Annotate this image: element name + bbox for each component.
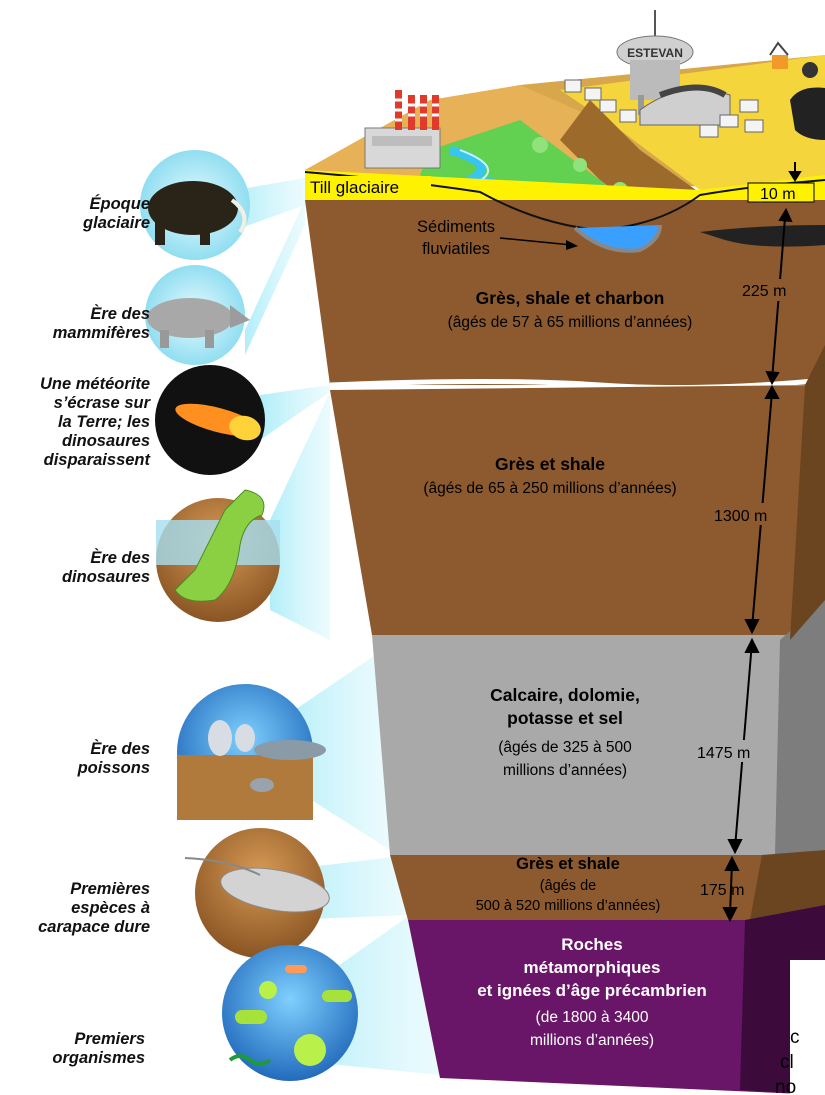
era-label-glacial: Époque glaciaire xyxy=(0,195,150,233)
fluvial-label-2: fluviatiles xyxy=(422,240,490,258)
layer-3-thickness: 1475 m xyxy=(697,745,750,762)
layer-4-age-2: 500 à 520 millions d’années) xyxy=(476,898,661,914)
mammoth-illustration xyxy=(140,150,250,260)
layer-5-age-2: millions d’années) xyxy=(530,1032,654,1049)
till-label: Till glaciaire xyxy=(310,178,399,197)
fluvial-label-1: Sédiments xyxy=(417,218,495,236)
era-label-meteorite: Une météorite s’écrase sur la Terre; les… xyxy=(0,375,150,470)
layer-5-title-2: métamorphiques xyxy=(524,958,661,977)
layer-4-age-1: (âgés de xyxy=(540,878,596,894)
layer-4-title: Grès et shale xyxy=(516,855,620,873)
layer-5-title-1: Roches xyxy=(561,935,622,954)
edge-text-3: no xyxy=(775,1077,796,1095)
oil-pump xyxy=(770,43,788,69)
layer-5-title-3: et ignées d’âge précambrien xyxy=(477,981,707,1000)
layer-1-thickness: 225 m xyxy=(742,283,786,300)
layer-2-age: (âgés de 65 à 250 millions d’années) xyxy=(423,480,676,497)
era-label-dinosaurs: Ère des dinosaures xyxy=(0,549,150,587)
till-thickness: 10 m xyxy=(760,186,796,203)
town-sign: ESTEVAN xyxy=(627,46,683,60)
layer-3-age-2: millions d’années) xyxy=(503,762,627,779)
meteorite-illustration xyxy=(155,365,265,475)
layer-3-age-1: (âgés de 325 à 500 xyxy=(498,739,632,756)
trilobite-illustration xyxy=(185,828,333,958)
edge-text-1: c xyxy=(790,1027,800,1048)
layer-5-age-1: (de 1800 à 3400 xyxy=(536,1009,649,1026)
era-label-hard-shells: Premières espèces à carapace dure xyxy=(0,880,150,937)
layer-1-age: (âgés de 57 à 65 millions d’années) xyxy=(448,314,693,331)
organisms-illustration xyxy=(222,945,358,1081)
dinosaur-illustration xyxy=(156,490,280,622)
edge-text-2: cl xyxy=(780,1052,794,1073)
layer-2-title: Grès et shale xyxy=(495,454,605,474)
layer-3-title-1: Calcaire, dolomie, xyxy=(490,685,640,705)
layer-3-title-2: potasse et sel xyxy=(507,708,623,728)
layer-1-title: Grès, shale et charbon xyxy=(476,288,665,308)
layer-4-thickness: 175 m xyxy=(700,882,744,899)
layer-2-thickness: 1300 m xyxy=(714,508,767,525)
era-label-mammals: Ère des mammifères xyxy=(0,305,150,343)
rhino-illustration xyxy=(145,265,250,365)
era-label-fish: Ère des poissons xyxy=(0,740,150,778)
era-label-first-organisms: Premiers organismes xyxy=(0,1030,145,1068)
